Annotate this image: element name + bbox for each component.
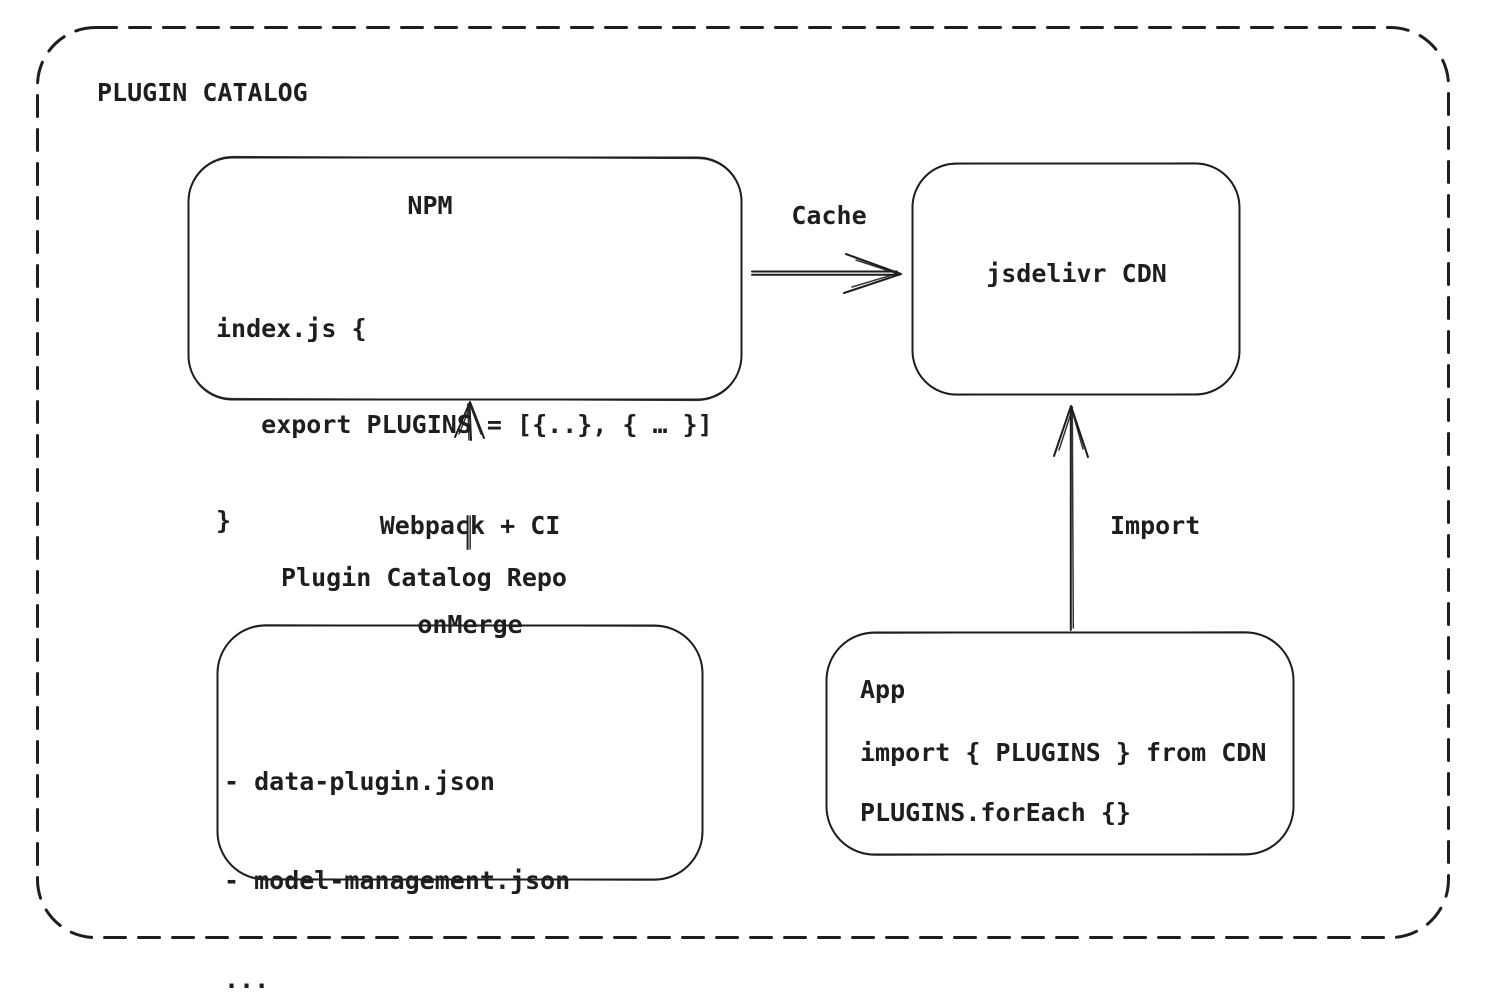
repo-file-item: ... [224,965,270,994]
build-arrow-label-line1: Webpack + CI [379,511,561,540]
repo-node-label: Plugin Catalog Repo [281,563,567,592]
build-arrow-label: Webpack + CI onMerge [320,443,620,707]
app-code-line: PLUGINS.forEach {} [860,798,1131,827]
npm-node-title: NPM [407,191,453,220]
app-code-line: import { PLUGINS } from CDN [860,738,1267,767]
repo-build-connector-line [466,515,471,550]
app-node-title: App [860,675,906,704]
build-arrow [454,401,485,441]
cdn-node-title: jsdelivr CDN [986,259,1167,288]
npm-code-block: index.js { export PLUGINS = [{..}, { … }… [216,249,713,601]
catalog-boundary-frame [36,26,1450,939]
npm-code-line: index.js { [216,314,367,343]
app-node-box [825,631,1295,856]
npm-code-line: export PLUGINS = [{..}, { … }] [216,410,713,439]
repo-file-item: - data-plugin.json [224,767,495,796]
import-arrow [1053,405,1089,631]
build-arrow-label-line2: onMerge [417,610,523,639]
repo-file-item: - model-management.json [224,866,571,895]
cdn-node-box [911,162,1241,396]
repo-file-list: - data-plugin.json - model-management.js… [224,699,570,1002]
npm-code-line: } [216,506,232,535]
catalog-title: PLUGIN CATALOG [97,78,308,107]
cache-arrow-label: Cache [791,201,867,230]
npm-node-box [187,155,743,402]
cache-arrow [751,253,902,294]
repo-node-box [216,624,704,881]
import-arrow-label: Import [1110,511,1201,540]
